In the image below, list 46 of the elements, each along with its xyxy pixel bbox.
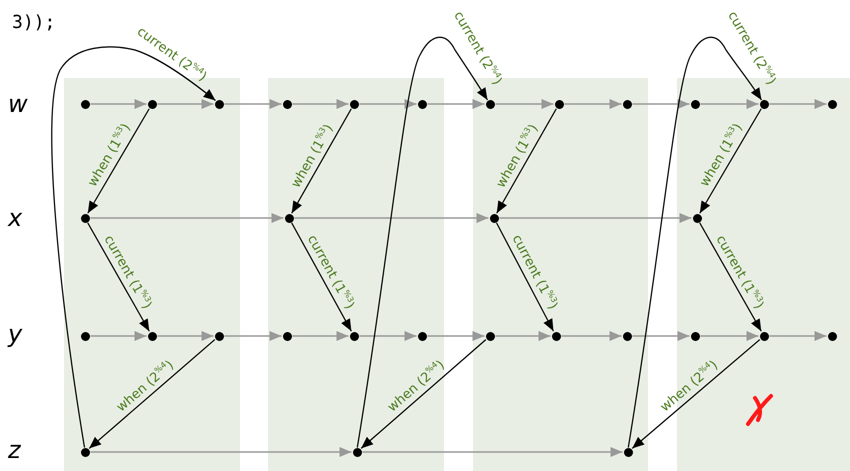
row-label: x (8, 206, 22, 230)
arrow (496, 222, 554, 332)
arrow (294, 213, 488, 223)
arrow (356, 36, 488, 448)
arrow (87, 222, 150, 332)
arrow (500, 213, 692, 223)
arrow (90, 447, 352, 457)
arrow (699, 108, 762, 214)
row-label: w (8, 92, 28, 116)
arrow (292, 331, 348, 341)
arrow (428, 99, 484, 109)
arrow (158, 99, 214, 109)
arrow (496, 99, 554, 109)
arrow (632, 339, 760, 449)
arrow (699, 222, 762, 332)
arrow (700, 99, 758, 109)
arrow (700, 331, 758, 341)
arrow (362, 447, 622, 457)
arrow (360, 331, 416, 341)
row-label: z (8, 438, 21, 462)
arrow (224, 331, 282, 341)
arrow (292, 99, 348, 109)
arrow (496, 331, 550, 341)
arrow (90, 99, 146, 109)
arrow (51, 46, 216, 448)
arrow (562, 331, 622, 341)
row-label: y (8, 322, 22, 346)
arrow (628, 36, 762, 448)
arrow (90, 331, 146, 341)
arrow (360, 99, 416, 109)
arrow (224, 99, 282, 109)
arrow (158, 331, 214, 341)
arrow (428, 331, 484, 341)
arrow (90, 213, 284, 223)
arrow (564, 99, 622, 109)
arrow (291, 108, 352, 214)
arrow (632, 331, 690, 341)
arrow (88, 339, 216, 449)
arrow (770, 331, 826, 341)
arrow (770, 99, 826, 109)
arrow (291, 222, 352, 332)
arrow (87, 108, 150, 214)
arrow (360, 339, 486, 449)
code-text: 3)); (12, 14, 56, 32)
arrow (632, 99, 690, 109)
arrow (496, 108, 557, 214)
